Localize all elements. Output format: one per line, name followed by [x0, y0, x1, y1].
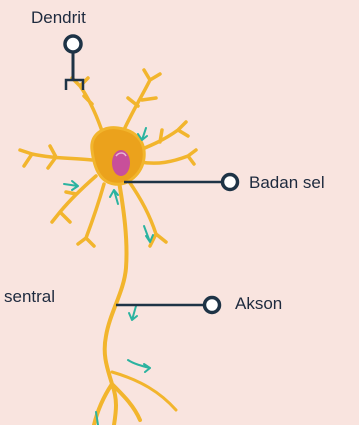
cell-body-label: Badan sel: [249, 173, 325, 193]
dendrite-left: [20, 146, 92, 168]
dendrite-bottom-left: [78, 184, 104, 246]
cell-body-callout: [124, 175, 238, 190]
signal-arrow-icon: [64, 181, 78, 190]
dendrite-top-right: [122, 70, 160, 134]
signal-arrow-icon: [129, 306, 137, 320]
dendrite-label: Dendrit: [31, 8, 86, 28]
nucleus: [112, 150, 130, 176]
signal-arrow-icon: [128, 360, 150, 372]
signal-arrow-icon: [110, 190, 118, 204]
axon-callout: [116, 298, 220, 313]
signal-arrow-icon: [144, 226, 153, 242]
dendrite-right-lower: [140, 150, 196, 164]
axon: [94, 176, 140, 425]
partial-side-text: sentral: [4, 287, 55, 307]
axon-label: Akson: [235, 294, 282, 314]
